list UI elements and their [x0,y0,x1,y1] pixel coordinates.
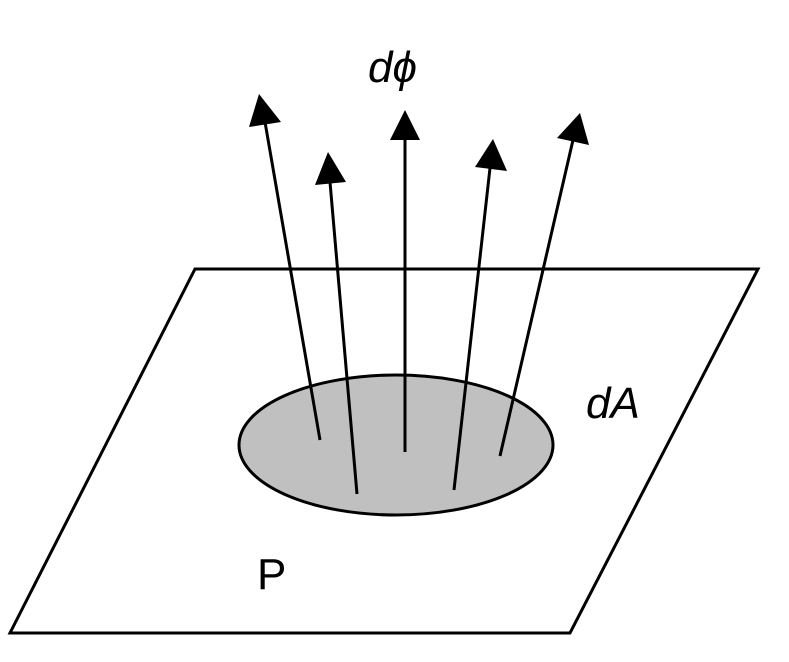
arrowhead-4 [475,139,507,171]
arrowhead-2 [315,152,346,185]
flux-label: dϕ [368,43,417,92]
flux-arrow-2 [328,181,359,495]
arrowhead-5 [557,113,589,145]
area-element-ellipse [237,373,555,517]
flux-arrows [263,121,575,495]
flux-arrow-4 [452,167,492,491]
flux-arrow-1 [263,121,322,441]
area-label: dA [586,379,640,428]
plane-label: P [257,550,286,599]
flux-arrow-5 [498,139,575,457]
arrowhead-1 [249,94,281,127]
flux-arrowheads [249,94,589,185]
arrowhead-3 [390,110,420,140]
